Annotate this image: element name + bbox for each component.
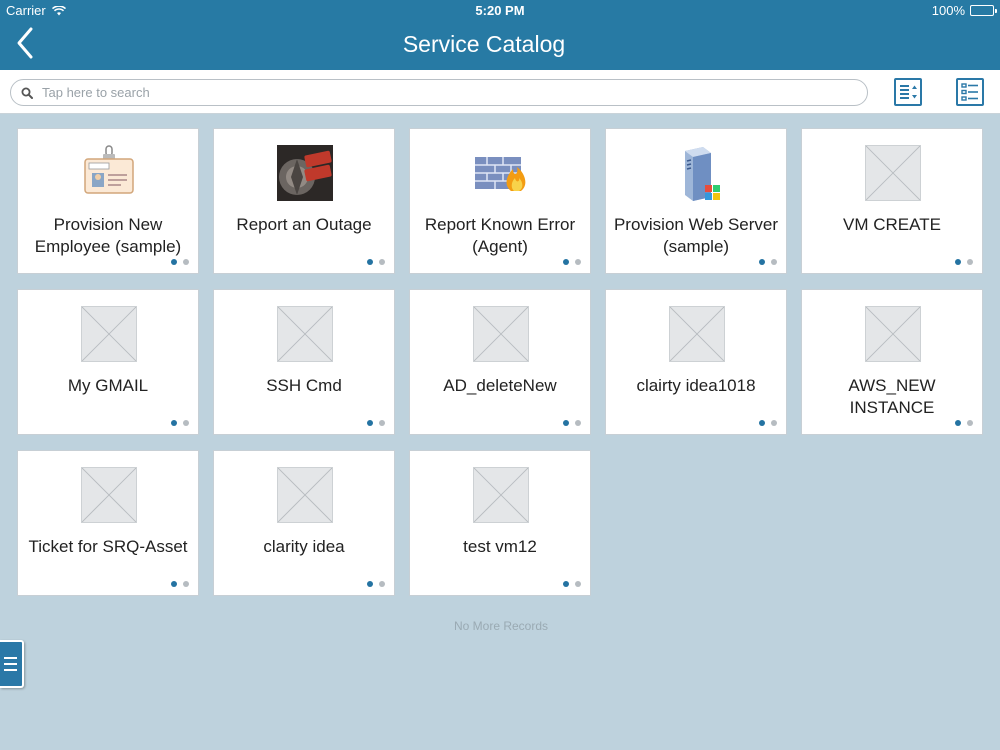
page-dot: [771, 259, 777, 265]
catalog-item-clarity-idea[interactable]: clarity idea: [213, 450, 395, 596]
search-field[interactable]: [10, 79, 868, 106]
placeholder-image-icon: [669, 306, 725, 362]
status-time: 5:20 PM: [475, 3, 525, 18]
catalog-item-label: VM CREATE: [843, 215, 941, 234]
page-dot: [171, 581, 177, 587]
page-dot: [367, 259, 373, 265]
page-dot: [771, 420, 777, 426]
page-dot: [183, 420, 189, 426]
page-dot: [575, 259, 581, 265]
catalog-item-clairty-idea1018[interactable]: clairty idea1018: [605, 289, 787, 435]
page-dot: [575, 420, 581, 426]
page-indicator: [367, 581, 385, 587]
page-title: Service Catalog: [402, 31, 566, 57]
page-dot: [967, 259, 973, 265]
placeholder-image-icon: [81, 306, 137, 362]
page-indicator: [367, 420, 385, 426]
catalog-item-label: clairty idea1018: [636, 376, 756, 395]
page-dot: [171, 259, 177, 265]
page-dot: [955, 420, 961, 426]
side-menu-button[interactable]: [0, 640, 24, 688]
server-icon: [685, 147, 720, 201]
catalog-item-ad-deletenew[interactable]: AD_deleteNew: [409, 289, 591, 435]
wifi-icon: [51, 5, 66, 15]
view-toggle-button[interactable]: [956, 78, 984, 106]
page-indicator: [955, 420, 973, 426]
search-bar: [0, 70, 1000, 114]
catalog-item-label: test vm12: [463, 537, 537, 556]
catalog-item-label: My GMAIL: [67, 376, 149, 395]
status-bar: Carrier 5:20 PM 100%: [0, 0, 1000, 20]
catalog-item-ticket-srq-asset[interactable]: Ticket for SRQ-Asset: [17, 450, 199, 596]
catalog-item-provision-web-server[interactable]: Provision Web Server (sample): [605, 128, 787, 274]
back-button[interactable]: [12, 26, 42, 60]
placeholder-image-icon: [473, 467, 529, 523]
catalog-item-label: Ticket for SRQ-Asset: [28, 537, 188, 556]
page-dot: [379, 420, 385, 426]
nav-bar: Carrier 5:20 PM 100% Service Catalog: [0, 0, 1000, 70]
catalog-item-label: Report an Outage: [236, 215, 372, 234]
catalog-item-label: Report Known Error (Agent): [424, 215, 576, 256]
page-indicator: [171, 581, 189, 587]
carrier-label: Carrier: [6, 3, 46, 18]
page-indicator: [563, 259, 581, 265]
catalog-item-label: Provision New Employee (sample): [34, 215, 182, 256]
battery-icon: [970, 5, 997, 16]
placeholder-image-icon: [81, 467, 137, 523]
page-indicator: [367, 259, 385, 265]
catalog-item-report-known-error[interactable]: Report Known Error (Agent): [409, 128, 591, 274]
page-dot: [367, 420, 373, 426]
battery-percent: 100%: [931, 3, 965, 18]
placeholder-image-icon: [473, 306, 529, 362]
catalog-item-aws-new-instance[interactable]: AWS_NEW INSTANCE: [801, 289, 983, 435]
catalog-item-label: Provision Web Server (sample): [613, 215, 779, 256]
no-more-records-label: No More Records: [453, 619, 549, 633]
id-badge-icon: [84, 145, 134, 194]
page-dot: [183, 259, 189, 265]
hamburger-menu-icon: [4, 657, 17, 671]
page-dot: [575, 581, 581, 587]
page-indicator: [171, 259, 189, 265]
catalog-item-label: SSH Cmd: [266, 376, 342, 395]
catalog-item-my-gmail[interactable]: My GMAIL: [17, 289, 199, 435]
page-dot: [379, 259, 385, 265]
page-dot: [183, 581, 189, 587]
page-indicator: [563, 420, 581, 426]
page-dot: [759, 420, 765, 426]
page-dot: [367, 581, 373, 587]
page-dot: [563, 259, 569, 265]
list-view-icon: [961, 83, 978, 101]
catalog-item-label: AWS_NEW INSTANCE: [848, 376, 936, 417]
search-input[interactable]: [42, 85, 822, 100]
placeholder-image-icon: [277, 306, 333, 362]
placeholder-image-icon: [865, 306, 921, 362]
catalog-item-vm-create[interactable]: VM CREATE: [801, 128, 983, 274]
sort-list-icon: [900, 85, 917, 99]
firewall-icon: [475, 157, 526, 191]
page-dot: [563, 581, 569, 587]
page-dot: [379, 581, 385, 587]
page-indicator: [955, 259, 973, 265]
catalog-item-label: clarity idea: [263, 537, 345, 556]
page-indicator: [759, 259, 777, 265]
catalog-item-label: AD_deleteNew: [443, 376, 557, 395]
catalog-item-report-outage[interactable]: Report an Outage: [213, 128, 395, 274]
chevron-left-icon: [17, 27, 33, 59]
placeholder-image-icon: [865, 145, 921, 201]
power-outage-icon: [277, 145, 333, 201]
page-indicator: [563, 581, 581, 587]
page-indicator: [171, 420, 189, 426]
placeholder-image-icon: [277, 467, 333, 523]
page-dot: [967, 420, 973, 426]
page-dot: [759, 259, 765, 265]
sort-button[interactable]: [894, 78, 922, 106]
page-dot: [171, 420, 177, 426]
page-dot: [955, 259, 961, 265]
search-icon: [21, 87, 33, 99]
page-indicator: [759, 420, 777, 426]
page-dot: [563, 420, 569, 426]
catalog-item-test-vm12[interactable]: test vm12: [409, 450, 591, 596]
catalog-item-provision-new-employee[interactable]: Provision New Employee (sample): [17, 128, 199, 274]
catalog-item-ssh-cmd[interactable]: SSH Cmd: [213, 289, 395, 435]
